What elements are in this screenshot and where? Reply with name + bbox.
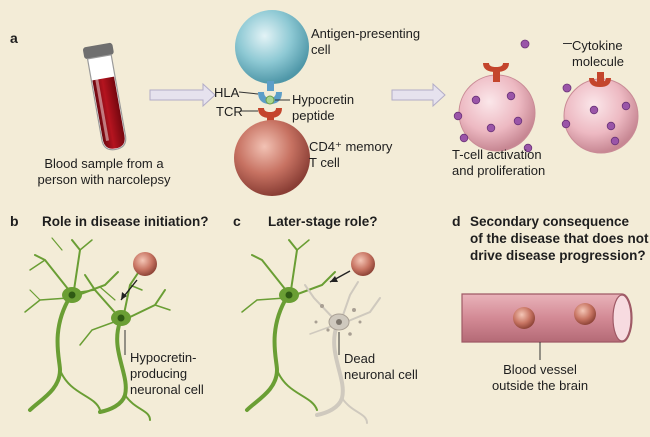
dead-neuron-nucleus [336,319,342,325]
arrow-b-head [121,292,127,300]
blood-vessel [461,293,633,343]
hypocretin-neuron-left [24,237,119,412]
cd4-memory-t-cell [234,120,310,196]
tcell-label-line1: CD4⁺ memory [309,139,393,154]
panel-label-b: b [10,213,19,229]
hla-leader [238,91,259,95]
vessel-t-cell-1 [513,307,535,329]
dead-label-line2: neuronal cell [344,367,418,382]
left-neuron-nucleus [68,291,76,299]
apc-label-line2: cell [311,42,331,57]
apc-label-line1: Antigen-presenting [311,26,421,41]
vessel-label-line2: outside the brain [491,378,589,393]
panel-d-title-line3: drive disease progression? [470,248,646,263]
panel-label-d: d [452,213,461,229]
arrow-c-head [330,276,338,282]
neuron-label-line1: Hypocretin- [130,350,197,365]
antigen-presenting-cell [235,10,309,84]
t-cell-panel-b [133,252,157,276]
panel-c-title: Later-stage role? [268,214,378,229]
arrow-1 [149,82,216,108]
panel-label-c: c [233,213,241,229]
activated-t-cell-1 [458,63,536,152]
blood-caption-line2: person with narcolepsy [37,172,171,187]
vessel-label-line1: Blood vessel [503,362,577,377]
cytokine-leader [563,43,572,44]
dead-label-line1: Dead [344,351,376,366]
neuron-label-line2: producing [130,366,188,381]
activation-label-line1: T-cell activation [452,147,542,162]
hypocretin-peptide [265,95,275,105]
t-cell-panel-c [351,252,375,276]
tcr-label: TCR [216,104,243,119]
tcell-label-line2: T cell [309,155,340,170]
cytokine-label-line2: molecule [572,54,625,69]
blood-tube [82,42,127,151]
cytokine-label-line1: Cytokine [572,38,623,53]
panel-d-title-line1: Secondary consequence [470,214,630,229]
activation-label-line2: and proliferation [452,163,546,178]
vessel-t-cell-2 [574,303,596,325]
tube-highlight [92,61,110,141]
arrow-2 [391,82,446,108]
cytokine-molecules [453,39,631,153]
peptide-label-line2: peptide [292,108,335,123]
panel-b-title: Role in disease initiation? [42,214,209,229]
c-neuron-nucleus [285,291,293,299]
cell-debris [314,304,362,336]
activated-t-cell-2 [563,72,639,154]
right-neuron-nucleus [117,314,125,322]
peptide-label-line1: Hypocretin [292,92,355,107]
neuron-label-line3: neuronal cell [130,382,204,397]
dead-neuron [304,281,381,424]
panel-label-a: a [10,30,18,46]
hypocretin-neuron-right [79,269,171,421]
living-neuron-c [241,239,336,412]
blood-caption-line1: Blood sample from a [44,156,164,171]
hla-label: HLA [214,85,240,100]
panel-d-title-line2: of the disease that does not [470,231,649,246]
tube-cap [82,42,114,59]
blood-fill [92,76,125,149]
